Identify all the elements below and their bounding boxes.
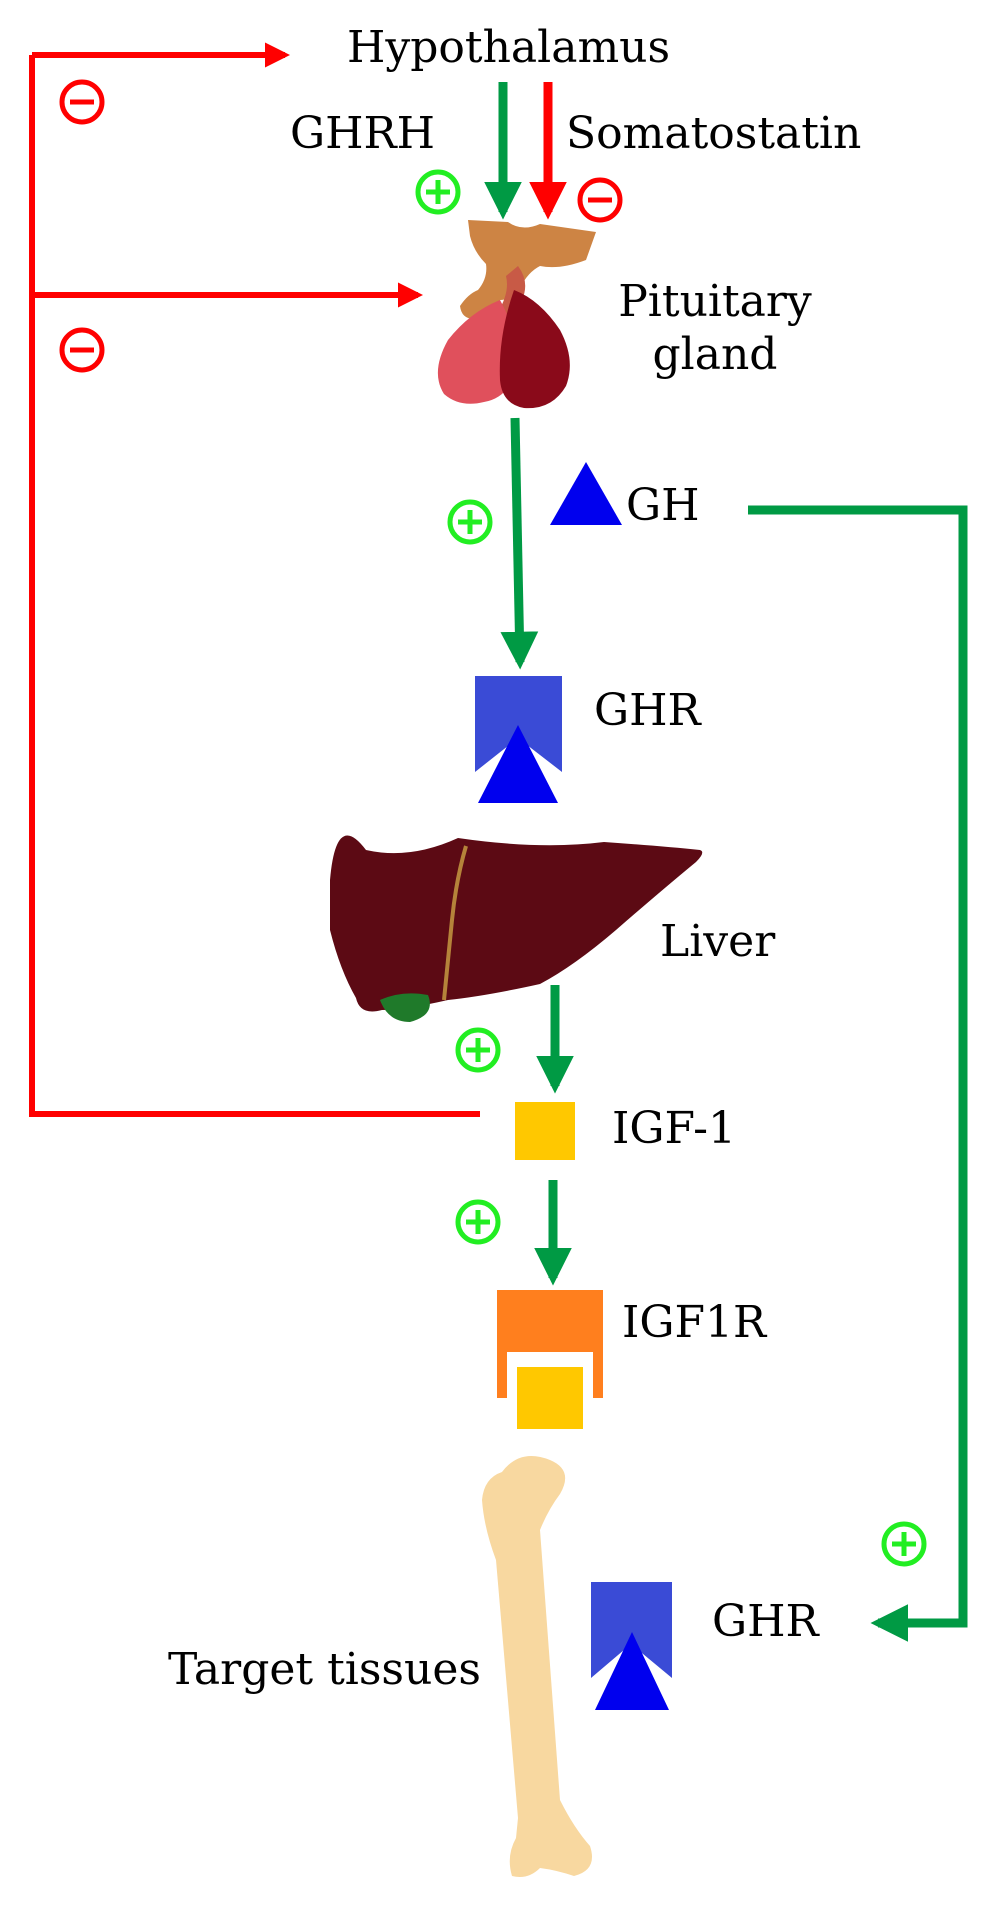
plus-sign-icon-gh-release (447, 499, 493, 545)
somatostatin-label: Somatostatin (566, 108, 862, 159)
stimulation-signs (415, 169, 927, 1567)
ghr-liver-label: GHR (594, 685, 701, 736)
gh-triangle-icon (550, 462, 622, 525)
target-tissues-label: Target tissues (168, 1644, 481, 1695)
ghr-liver-icon (475, 676, 562, 803)
plus-sign-icon-ghrh (415, 169, 461, 215)
minus-sign-icon-pituitary (59, 327, 105, 373)
liver-illustration (330, 835, 703, 1022)
ghr-target-label: GHR (712, 1596, 819, 1647)
hypothalamus-tissue (460, 220, 596, 319)
pituitary-gland-illustration (437, 220, 596, 409)
feedback-line-from-igf1 (29, 55, 480, 1117)
plus-sign-icon-target (881, 1521, 927, 1567)
inhibition-signs (59, 79, 623, 373)
igf1-square-icon (515, 1102, 575, 1160)
negative-feedback-loop (29, 42, 480, 1117)
liver-label: Liver (660, 916, 776, 967)
anterior-pituitary (437, 300, 517, 404)
igf1-label: IGF-1 (612, 1103, 736, 1154)
ghr-target-icon (591, 1582, 672, 1710)
bone-illustration (482, 1456, 592, 1877)
pituitary-label-line1: Pituitary (618, 276, 812, 327)
ghrh-label: GHRH (290, 108, 436, 159)
gh-to-target-ghr-arrow (748, 505, 968, 1642)
igf1r-label: IGF1R (622, 1297, 767, 1348)
hypothalamus-label: Hypothalamus (347, 22, 671, 73)
plus-sign-icon-liver (455, 1027, 501, 1073)
gh-release-arrow (500, 417, 539, 670)
minus-sign-icon-somatostatin (577, 177, 623, 223)
igf1r-receptor-icon (497, 1290, 603, 1429)
posterior-pituitary (499, 290, 570, 409)
minus-sign-icon-hypothalamus (59, 79, 105, 125)
plus-sign-icon-igf1 (455, 1199, 501, 1245)
pituitary-label-line2: gland (652, 328, 778, 380)
gh-label: GH (626, 480, 700, 531)
pituitary-gland-label: Pituitary gland (615, 276, 815, 382)
